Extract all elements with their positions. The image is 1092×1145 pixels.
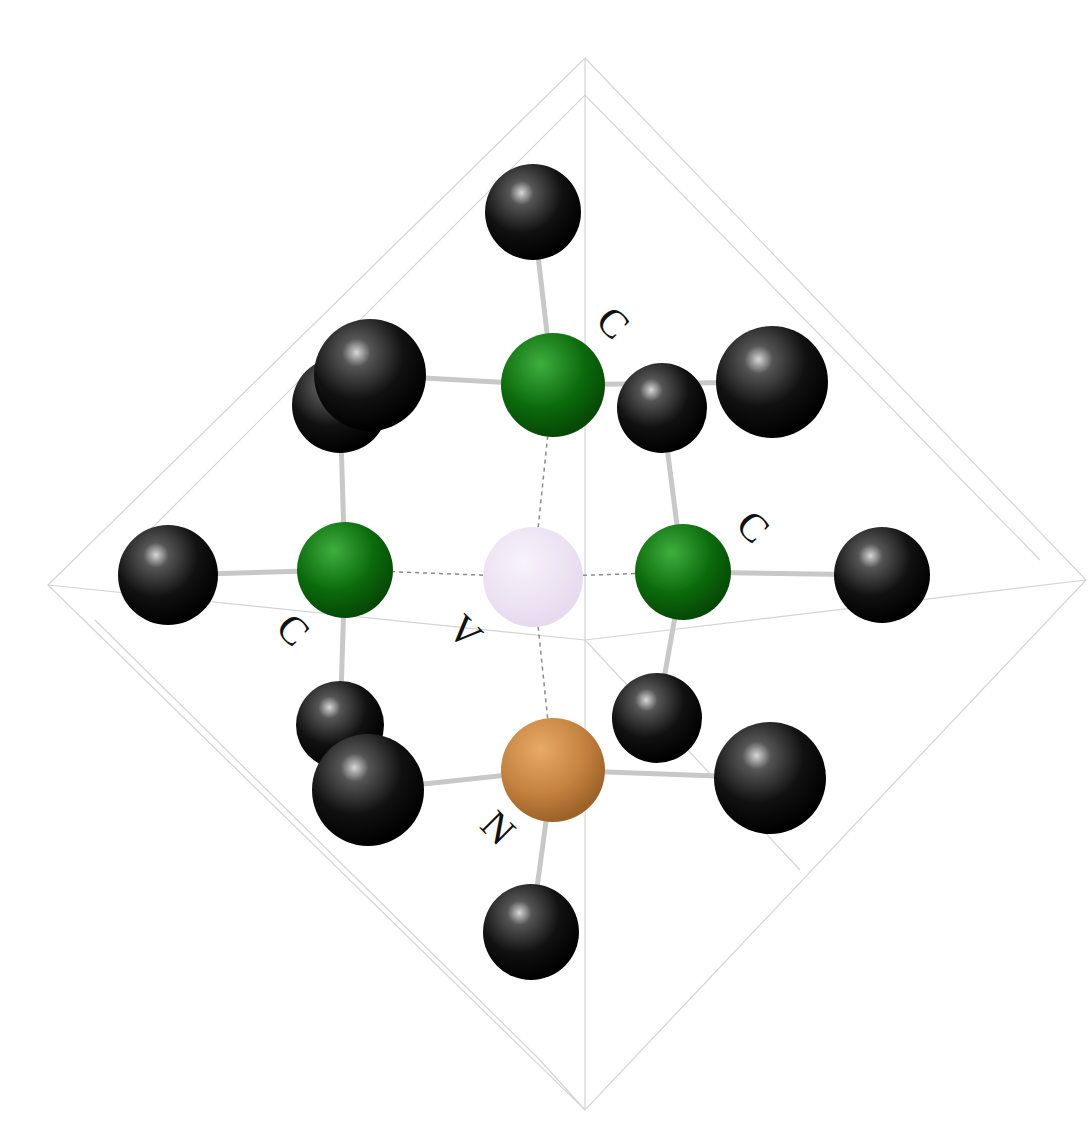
atom-label: N xyxy=(474,804,523,853)
dashed-bond xyxy=(538,437,547,528)
atom-label: C xyxy=(729,503,776,550)
bond-lines xyxy=(168,212,882,932)
dashed-bond xyxy=(538,627,547,719)
carbon-atom: C xyxy=(297,522,393,618)
dashed-bond xyxy=(583,574,635,576)
atom-shape xyxy=(635,524,731,620)
carbon-atom: C xyxy=(501,333,605,437)
nitrogen-atom: N xyxy=(501,718,605,822)
atom-shape xyxy=(483,527,583,627)
atom-shape xyxy=(297,522,393,618)
cell-frame xyxy=(48,58,1086,1110)
atom-label: V xyxy=(441,608,490,657)
dashed-bond xyxy=(393,572,483,575)
atom-label: C xyxy=(269,606,316,653)
atom-shape xyxy=(501,333,605,437)
vacancy-site: V xyxy=(483,527,583,627)
atom-label: C xyxy=(589,299,636,346)
atom-shape xyxy=(501,718,605,822)
carbon-atom: C xyxy=(635,524,731,620)
carbon-atoms xyxy=(118,164,930,980)
